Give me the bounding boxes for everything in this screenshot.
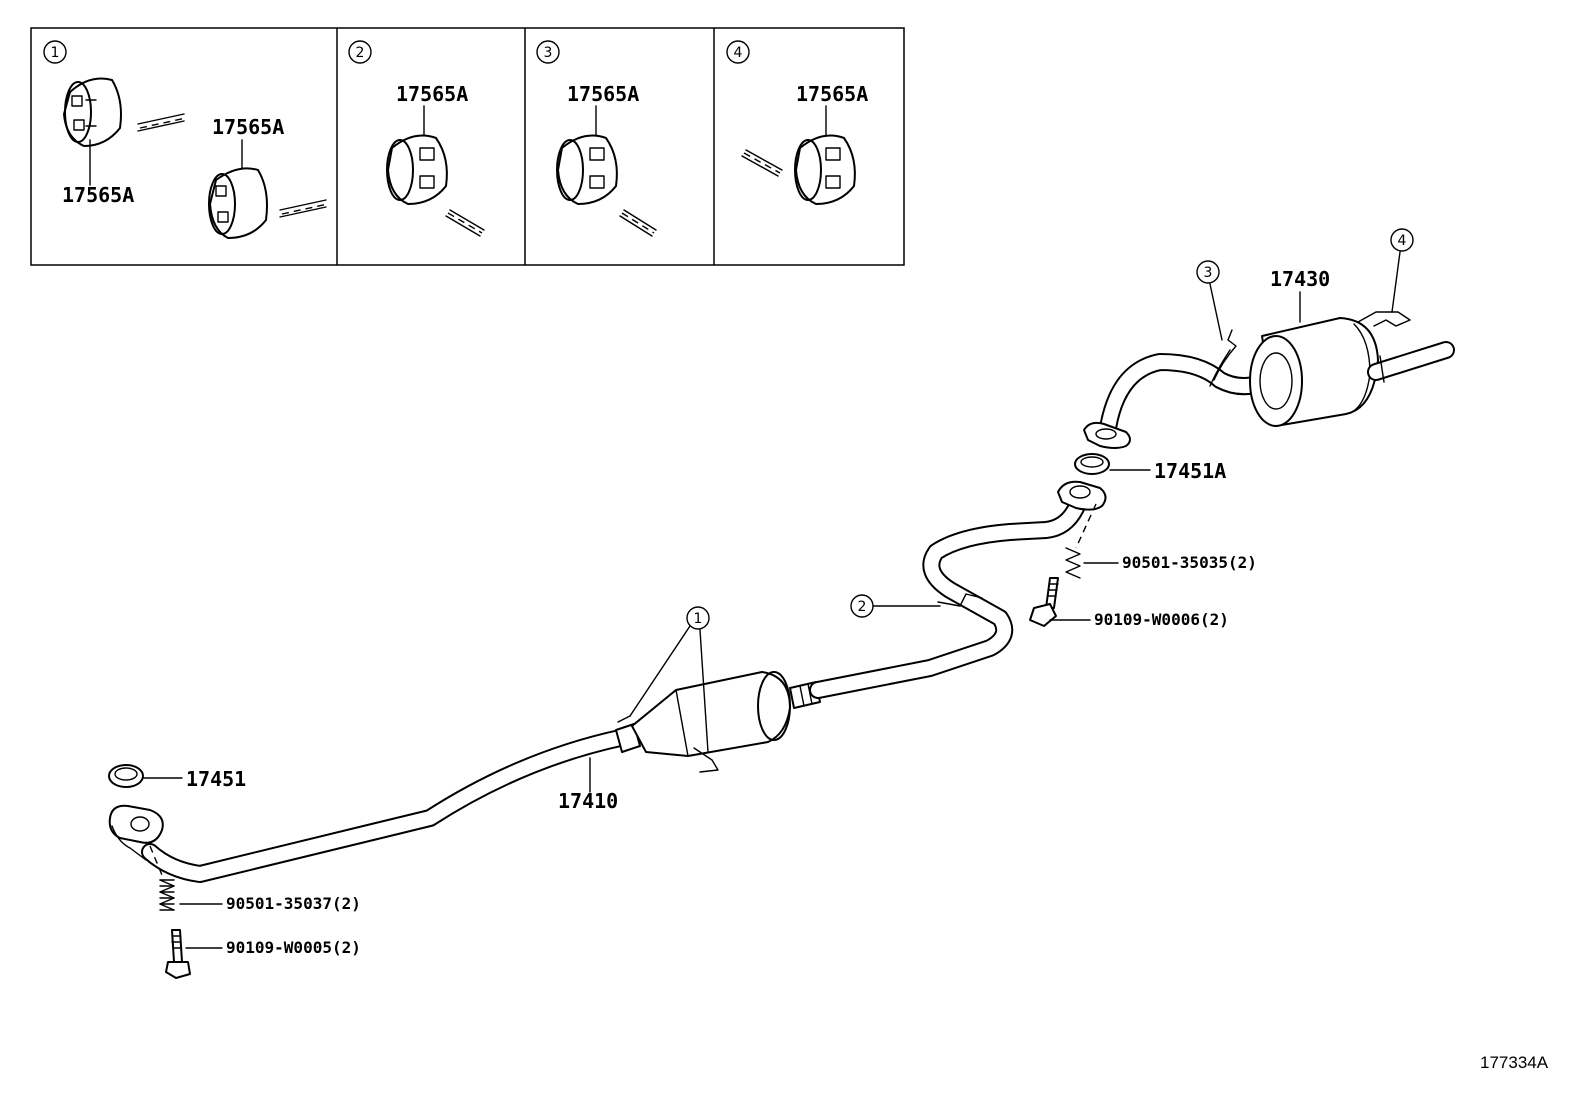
part-label-17565A: 17565A <box>62 183 134 207</box>
part-label-17410: 17410 <box>558 789 618 813</box>
front-flange <box>108 804 164 844</box>
part-label-17430: 17430 <box>1270 267 1330 291</box>
center-flange <box>1057 480 1107 511</box>
part-label-17565A: 17565A <box>567 82 639 106</box>
inset-panel-2: 2 17565A <box>348 40 485 237</box>
callout-hanger-3: 3 <box>1204 265 1213 281</box>
part-label-17451: 17451 <box>186 767 246 791</box>
part-label-17565A: 17565A <box>396 82 468 106</box>
part-label-17451A: 17451A <box>1154 459 1226 483</box>
panel-number-badge <box>536 40 560 64</box>
rubber-hanger-icon <box>63 77 122 147</box>
callout-hanger-1: 1 <box>694 611 703 627</box>
front-pipe-assembly <box>108 480 1107 883</box>
tail-pipe-assembly <box>1083 311 1455 449</box>
part-label-90109-W0005: 90109-W0005(2) <box>226 938 361 957</box>
panel-number: 2 <box>356 45 365 61</box>
spring-icon <box>1065 547 1081 579</box>
callout-hanger-4: 4 <box>1398 233 1407 249</box>
part-label-17565A: 17565A <box>796 82 868 106</box>
part-label-17565A: 17565A <box>212 115 284 139</box>
inset-box <box>30 27 905 266</box>
panel-number: 1 <box>51 45 60 61</box>
panel-number: 3 <box>544 45 553 61</box>
panel-number-badge <box>43 40 67 64</box>
inset-panel-1: 1 17565A 17565A <box>43 40 329 239</box>
callout-badge <box>1196 260 1220 284</box>
figure-id: 177334A <box>1480 1053 1549 1072</box>
rubber-hanger-icon <box>386 134 448 205</box>
bolt-icon <box>165 929 191 979</box>
bolt-icon <box>1029 577 1059 627</box>
panel-number-badge <box>726 40 750 64</box>
part-label-90501-35037: 90501-35037(2) <box>226 894 361 913</box>
inset-panel-4: 4 17565A <box>726 40 868 205</box>
rubber-hanger-icon <box>208 167 268 239</box>
catalytic-converter <box>631 671 791 757</box>
spring-icon <box>159 879 175 911</box>
callout-hanger-2: 2 <box>858 599 867 615</box>
inset-panel-3: 3 17565A <box>536 40 657 237</box>
part-label-90109-W0006: 90109-W0006(2) <box>1094 610 1229 629</box>
panel-number-badge <box>348 40 372 64</box>
gasket-17451A-icon <box>1074 453 1110 475</box>
rubber-hanger-icon <box>794 134 856 205</box>
gasket-17451-icon <box>108 764 144 788</box>
panel-number: 4 <box>734 45 743 61</box>
part-label-90501-35035: 90501-35035(2) <box>1122 553 1257 572</box>
callout-badge <box>1390 228 1414 252</box>
callout-badge <box>686 606 710 630</box>
callout-badge <box>850 594 874 618</box>
rubber-hanger-icon <box>556 134 618 205</box>
